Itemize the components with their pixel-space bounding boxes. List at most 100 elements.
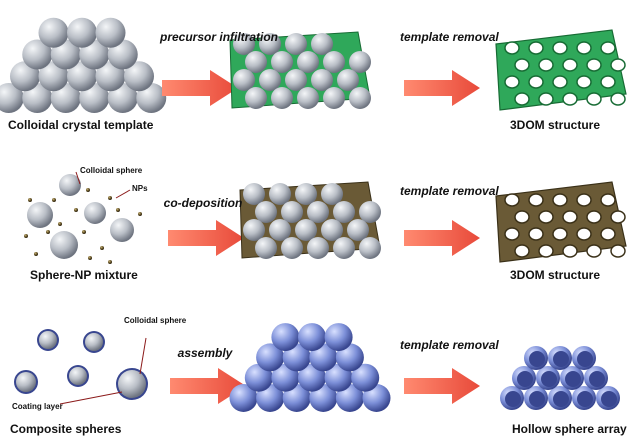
pore	[514, 210, 530, 224]
pore	[610, 210, 626, 224]
template-removal-label-row2: template removal	[400, 184, 499, 198]
arrow-precursor-infiltration	[162, 70, 238, 106]
sphere	[271, 51, 293, 73]
sphere	[243, 219, 265, 241]
coating-layer-label: Coating layer	[12, 402, 63, 411]
pore	[528, 227, 544, 241]
pore	[576, 41, 592, 55]
colloidal-sphere	[84, 202, 106, 224]
sphere	[271, 87, 293, 109]
co-deposition-label: co-deposition	[163, 196, 243, 210]
nanoparticle	[82, 230, 86, 234]
sphere	[136, 83, 167, 113]
sphere	[79, 83, 110, 113]
sphere	[255, 237, 277, 259]
nanoparticle	[88, 256, 92, 260]
sphere	[271, 323, 300, 352]
sphere	[349, 51, 371, 73]
3dom-structure-bronze	[495, 181, 627, 263]
sphere	[233, 69, 255, 91]
pore	[562, 92, 578, 106]
arrow-template-removal-row2	[404, 220, 480, 256]
pore	[538, 244, 554, 258]
sphere	[333, 201, 355, 223]
colloidal-sphere	[110, 218, 134, 242]
hollow-sphere-cavity	[529, 351, 545, 367]
arrow-template-removal-row3	[404, 368, 480, 404]
assembly-label: assembly	[177, 346, 233, 360]
colloidal-sphere-core	[16, 372, 36, 392]
assembled-composite-spheres	[229, 323, 391, 412]
hollow-sphere-cavity	[577, 351, 593, 367]
leader-line-colloidal-sphere-row3	[139, 337, 147, 375]
pore	[504, 75, 520, 89]
pore	[562, 58, 578, 72]
sphere	[285, 33, 307, 55]
template-removal-label-row1: template removal	[400, 30, 499, 44]
composite-spheres	[14, 329, 148, 400]
sphere	[307, 201, 329, 223]
hollow-sphere-cavity	[589, 371, 605, 387]
colloidal-crystal-template	[0, 17, 167, 113]
sphere	[50, 39, 81, 70]
nanoparticle	[46, 230, 50, 234]
colloidal-sphere	[50, 231, 78, 259]
3dom-structure-green	[495, 29, 627, 111]
pore	[552, 41, 568, 55]
nanoparticle	[86, 188, 90, 192]
sphere	[351, 363, 380, 392]
pore	[504, 227, 520, 241]
sphere	[297, 51, 319, 73]
colloidal-sphere-core	[69, 367, 87, 385]
nanoparticle	[28, 198, 32, 202]
leader-line-nps	[115, 189, 131, 199]
sphere	[269, 219, 291, 241]
pore	[504, 41, 520, 55]
sphere-np-mixture-caption: Sphere-NP mixture	[30, 268, 138, 282]
sphere	[349, 87, 371, 109]
pore	[528, 75, 544, 89]
nanoparticle	[52, 198, 56, 202]
sphere	[307, 237, 329, 259]
pore	[562, 244, 578, 258]
pore	[538, 58, 554, 72]
sphere	[67, 61, 97, 92]
arrow-assembly	[170, 368, 246, 404]
pore	[576, 227, 592, 241]
sphere	[321, 183, 343, 205]
hollow-sphere-cavity	[565, 371, 581, 387]
hollow-sphere-cavity	[601, 391, 617, 407]
sphere	[245, 51, 267, 73]
sphere	[337, 69, 359, 91]
porous-framework	[495, 181, 627, 263]
hollow-sphere-cavity	[541, 371, 557, 387]
sphere	[38, 17, 69, 48]
pore	[600, 75, 616, 89]
sphere	[297, 87, 319, 109]
sphere	[259, 33, 281, 55]
colloidal-sphere-core	[39, 331, 57, 349]
porous-framework	[495, 29, 627, 111]
pore	[610, 58, 626, 72]
colloidal-crystal-template-caption: Colloidal crystal template	[8, 118, 154, 132]
sphere	[79, 39, 110, 70]
pore	[552, 193, 568, 207]
colloidal-sphere-core	[85, 333, 103, 351]
sphere	[50, 83, 81, 113]
sphere	[311, 33, 333, 55]
pore	[552, 75, 568, 89]
colloidal-sphere-label-row3: Colloidal sphere	[124, 316, 187, 325]
pore	[528, 41, 544, 55]
nanoparticle	[108, 196, 112, 200]
sphere	[259, 69, 281, 91]
pore	[504, 193, 520, 207]
sphere	[295, 219, 317, 241]
pore	[576, 193, 592, 207]
sphere	[298, 323, 326, 352]
hollow-sphere-cavity	[505, 391, 521, 407]
sphere	[255, 201, 277, 223]
pore	[514, 244, 530, 258]
sphere	[245, 87, 267, 109]
sphere	[347, 219, 369, 241]
